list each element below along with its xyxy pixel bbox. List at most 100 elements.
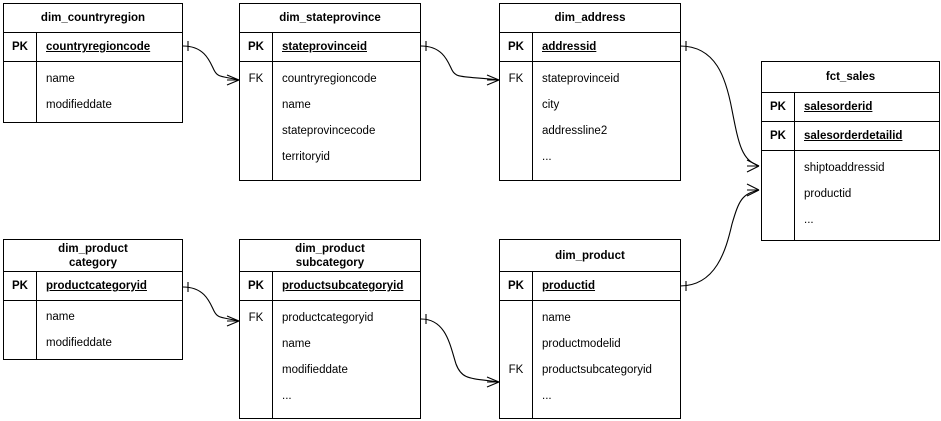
attribute-row: productmodelid [542, 338, 621, 350]
attribute-row: name [46, 73, 75, 85]
attribute-row: modifieddate [46, 337, 112, 349]
relationship-productcategory-subcategory [182, 282, 240, 327]
field-name: productsubcategoryid [282, 280, 404, 292]
attribute-key-column [4, 301, 37, 359]
key-label-fk: FK [508, 73, 524, 85]
key-label-fk: FK [508, 364, 524, 376]
attribute-name-column: stateprovinceid city addressline2 ... [533, 62, 680, 180]
key-label-fk: FK [248, 73, 264, 85]
relationship-address-fctsales-shipto [679, 41, 760, 173]
key-label: PK [4, 33, 37, 61]
entity-title-line: dim_product [58, 242, 128, 255]
entity-row-pk: PK productsubcategoryid [240, 272, 420, 301]
field-name: countryregioncode [46, 41, 151, 53]
entity-attribute-block: FK productcategoryid name modifieddate .… [240, 301, 420, 418]
attribute-row: ... [282, 390, 292, 402]
entity-title-line: category [69, 256, 117, 269]
attribute-row: name [282, 99, 311, 111]
entity-title-fct-sales: fct_sales [762, 62, 939, 93]
field-name: addressid [542, 41, 597, 53]
entity-attribute-block: shiptoaddressid productid ... [762, 151, 939, 240]
attribute-row: city [542, 99, 560, 111]
relationship-subcategory-product [420, 314, 500, 388]
entity-attribute-block: FK name productmodelid productsubcategor… [500, 301, 680, 418]
relationship-product-fctsales-productid [679, 183, 760, 291]
attribute-name-column: shiptoaddressid productid ... [795, 151, 939, 240]
entity-title-dim-stateprovince: dim_stateprovince [240, 4, 420, 33]
entity-title-line: dim_product [555, 249, 625, 262]
entity-title-line: dim_product [295, 242, 365, 255]
entity-attribute-block: FK countryregioncode name stateprovincec… [240, 62, 420, 180]
attribute-name-column: name productmodelid productsubcategoryid… [533, 301, 680, 418]
field-name: salesorderid [804, 101, 873, 113]
field-name: stateprovinceid [282, 41, 367, 53]
key-label: PK [762, 93, 795, 121]
attribute-row: stateprovinceid [542, 73, 620, 85]
entity-dim-productcategory[interactable]: dim_product category PK productcategoryi… [3, 239, 183, 360]
entity-row-pk: PK countryregioncode [4, 33, 182, 62]
attribute-key-column: FK [240, 301, 273, 418]
entity-attribute-block: name modifieddate [4, 301, 182, 359]
attribute-name-column: productcategoryid name modifieddate ... [273, 301, 420, 418]
key-label: PK [500, 272, 533, 300]
relationship-stateprovince-address [420, 41, 500, 86]
key-label: PK [762, 122, 795, 150]
entity-title-line: fct_sales [825, 71, 876, 83]
attribute-row: modifieddate [282, 364, 348, 376]
key-label: PK [240, 33, 273, 61]
attribute-key-column [4, 62, 37, 122]
attribute-row: productid [804, 188, 852, 200]
entity-title-dim-productsubcategory: dim_product subcategory [240, 240, 420, 272]
attribute-row: countryregioncode [282, 73, 377, 85]
attribute-row: territoryid [282, 151, 330, 163]
attribute-row: ... [542, 151, 552, 163]
entity-title-dim-countryregion: dim_countryregion [4, 4, 182, 33]
entity-title-line: dim_address [554, 12, 626, 24]
entity-row-pk: PK stateprovinceid [240, 33, 420, 62]
attribute-key-column: FK [240, 62, 273, 180]
attribute-row: productcategoryid [282, 312, 374, 324]
key-label: PK [240, 272, 273, 300]
entity-title-line: subcategory [295, 256, 365, 269]
attribute-row: name [46, 311, 75, 323]
entity-dim-product[interactable]: dim_product PK productid FK name product… [499, 239, 681, 419]
field-name: salesorderdetailid [804, 130, 903, 142]
entity-dim-address[interactable]: dim_address PK addressid FK stateprovinc… [499, 3, 681, 181]
key-label: PK [4, 272, 37, 300]
attribute-name-column: name modifieddate [37, 62, 182, 122]
attribute-row: ... [804, 214, 814, 226]
attribute-row: ... [542, 390, 552, 402]
entity-title-dim-address: dim_address [500, 4, 680, 33]
attribute-key-column [762, 151, 795, 240]
entity-attribute-block: name modifieddate [4, 62, 182, 122]
attribute-row: stateprovincecode [282, 125, 376, 137]
key-label-fk: FK [248, 312, 264, 324]
entity-fct-sales[interactable]: fct_sales PK salesorderid PK salesorderd… [761, 61, 940, 241]
field-name: productcategoryid [46, 280, 147, 292]
attribute-row: productsubcategoryid [542, 364, 652, 376]
entity-dim-countryregion[interactable]: dim_countryregion PK countryregioncode n… [3, 3, 183, 123]
entity-attribute-block: FK stateprovinceid city addressline2 ... [500, 62, 680, 180]
attribute-name-column: name modifieddate [37, 301, 182, 359]
attribute-name-column: countryregioncode name stateprovincecode… [273, 62, 420, 180]
entity-dim-productsubcategory[interactable]: dim_product subcategory PK productsubcat… [239, 239, 421, 419]
attribute-key-column: FK [500, 301, 533, 418]
attribute-row: shiptoaddressid [804, 162, 885, 174]
attribute-row: modifieddate [46, 99, 112, 111]
entity-row-pk: PK salesorderdetailid [762, 122, 939, 151]
entity-title-dim-product: dim_product [500, 240, 680, 272]
attribute-row: name [282, 338, 311, 350]
entity-row-pk: PK salesorderid [762, 93, 939, 122]
attribute-row: name [542, 312, 571, 324]
attribute-row: addressline2 [542, 125, 608, 137]
entity-dim-stateprovince[interactable]: dim_stateprovince PK stateprovinceid FK … [239, 3, 421, 181]
entity-title-line: dim_countryregion [40, 12, 146, 24]
relationship-countryregion-stateprovince [182, 41, 240, 86]
entity-row-pk: PK productid [500, 272, 680, 301]
entity-row-pk: PK productcategoryid [4, 272, 182, 301]
attribute-key-column: FK [500, 62, 533, 180]
key-label: PK [500, 33, 533, 61]
entity-title-dim-productcategory: dim_product category [4, 240, 182, 272]
entity-row-pk: PK addressid [500, 33, 680, 62]
